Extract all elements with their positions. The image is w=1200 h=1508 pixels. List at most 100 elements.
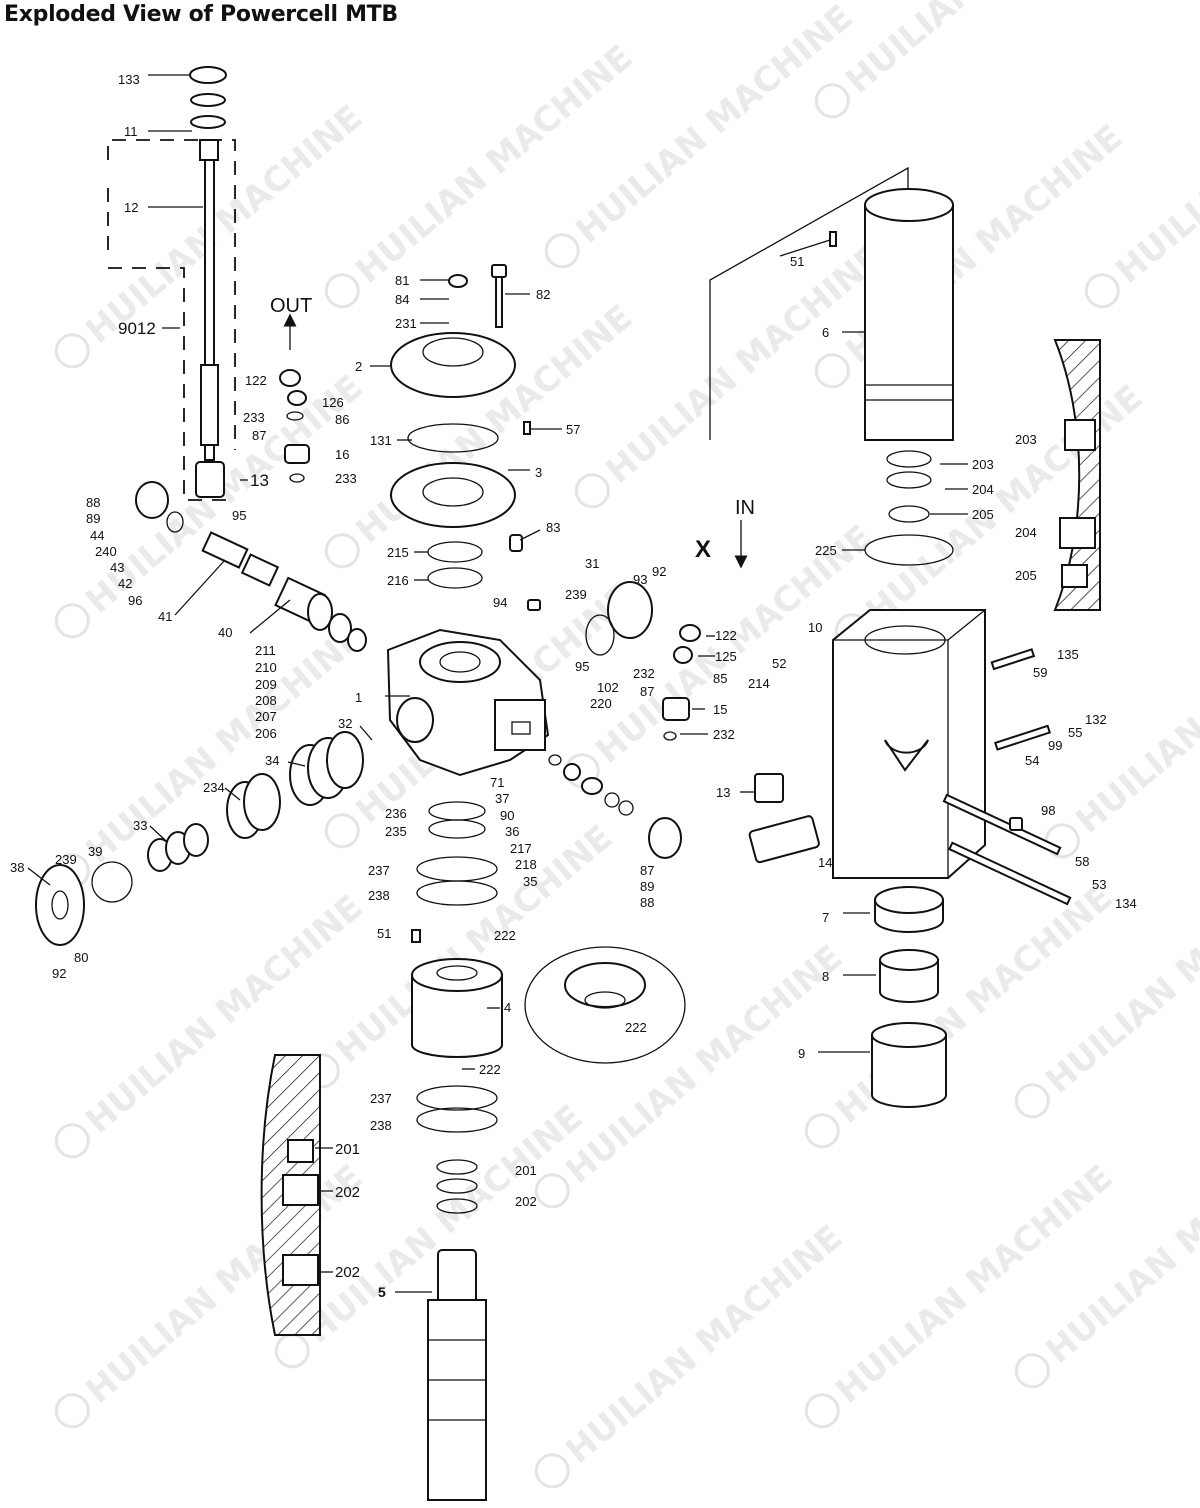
part-label: 232 <box>713 727 735 742</box>
page-title: Exploded View of Powercell MTB <box>4 2 398 27</box>
part-label: 80 <box>74 950 88 965</box>
spring-assembly <box>35 731 364 946</box>
part-label: 102 <box>597 680 619 695</box>
part-label: 99 <box>1048 738 1062 753</box>
part-label: 57 <box>566 422 580 437</box>
part-label: 1 <box>355 690 362 705</box>
part-label: 232 <box>633 666 655 681</box>
watermark-text: HUILIAN MACHINE <box>568 0 860 251</box>
part-label: 71 <box>490 775 504 790</box>
part-label: 35 <box>523 874 537 889</box>
part-label: 96 <box>128 593 142 608</box>
part-label: 215 <box>387 545 409 560</box>
part-label: 235 <box>385 824 407 839</box>
part-label: 52 <box>772 656 786 671</box>
part-label: 6 <box>822 325 829 340</box>
part-label: 10 <box>808 620 822 635</box>
part-label: 201 <box>335 1141 360 1158</box>
part-label: 92 <box>52 966 66 981</box>
part-label: 51 <box>790 254 804 269</box>
top-cover-assembly <box>390 264 531 589</box>
part-label: 98 <box>1041 803 1055 818</box>
part-label: 90 <box>500 808 514 823</box>
cylinder-part-6 <box>709 166 954 566</box>
part-label: 89 <box>86 511 100 526</box>
out-fittings <box>279 313 310 483</box>
part-label: 202 <box>515 1194 537 1209</box>
part-label: 13 <box>250 471 269 490</box>
part-label: 95 <box>232 508 246 523</box>
watermark-text: HUILIAN MACHINE <box>828 1157 1120 1411</box>
part-label: 59 <box>1033 665 1047 680</box>
watermark-text: HUILIAN MACHINE <box>838 0 1130 101</box>
part-label: 131 <box>370 433 392 448</box>
center-piston-column <box>411 801 503 1501</box>
part-label: 40 <box>218 625 232 640</box>
part-label: 54 <box>1025 753 1039 768</box>
part-label: 88 <box>86 495 100 510</box>
in-flow-label: IN <box>735 497 755 519</box>
part-label: 210 <box>255 660 277 675</box>
part-label: 2 <box>355 359 362 374</box>
part-label: 234 <box>203 780 225 795</box>
part-label: 38 <box>10 860 24 875</box>
part-label: 86 <box>335 412 349 427</box>
part-label: 3 <box>535 465 542 480</box>
part-label: 81 <box>395 273 409 288</box>
part-label: 236 <box>385 806 407 821</box>
watermark-text: HUILIAN MACHINE <box>1038 847 1200 1101</box>
part-label: 85 <box>713 671 727 686</box>
part-label: 211 <box>255 643 276 658</box>
part-label: 88 <box>640 895 654 910</box>
part-label: 233 <box>243 410 265 425</box>
part-label: 237 <box>370 1091 392 1106</box>
part-label: 214 <box>748 676 770 691</box>
part-label: 9012 <box>118 319 156 338</box>
part-label: 4 <box>504 1000 511 1015</box>
part-label: 11 <box>124 124 138 139</box>
part-label: 31 <box>585 556 599 571</box>
part-label: 82 <box>536 287 550 302</box>
part-label: 122 <box>715 628 737 643</box>
part-label: 201 <box>515 1163 537 1178</box>
part-label: 209 <box>255 677 277 692</box>
part-label: 233 <box>335 471 357 486</box>
part-label: 240 <box>95 544 117 559</box>
part-label: 92 <box>652 564 666 579</box>
part-label: 134 <box>1115 896 1137 911</box>
part-label: 12 <box>124 200 138 215</box>
detail-view-circle <box>524 946 686 1064</box>
part-labels: 133 11 12 9012 13 122 126 233 86 87 16 2… <box>10 72 1137 1300</box>
part-label: 34 <box>265 753 279 768</box>
part-label: 222 <box>494 928 516 943</box>
part-label: 231 <box>395 316 417 331</box>
part-label: 13 <box>716 785 730 800</box>
part-label: 135 <box>1057 647 1079 662</box>
part-label: 53 <box>1092 877 1106 892</box>
part-label: 55 <box>1068 725 1082 740</box>
x-marker: X <box>695 536 711 563</box>
part-label: 206 <box>255 726 277 741</box>
main-body <box>386 628 550 777</box>
part-label: 205 <box>1015 568 1037 583</box>
part-label: 37 <box>495 791 509 806</box>
part-label: 42 <box>118 576 132 591</box>
right-valve-stack <box>527 581 701 859</box>
part-label: 44 <box>90 528 104 543</box>
part-label: 9 <box>798 1046 805 1061</box>
part-label: 132 <box>1085 712 1107 727</box>
watermark-text: HUILIAN MACHINE <box>348 37 640 291</box>
part-label: 217 <box>510 841 532 856</box>
part-label: 8 <box>822 969 829 984</box>
part-label: 239 <box>565 587 587 602</box>
part-label: 202 <box>335 1264 360 1281</box>
bushings-7-8-9 <box>871 886 947 1108</box>
part-label: 225 <box>815 543 837 558</box>
part-label: 87 <box>252 428 266 443</box>
part-label: 94 <box>493 595 507 610</box>
part-label: 237 <box>368 863 390 878</box>
part-label: 207 <box>255 709 277 724</box>
part-label: 218 <box>515 857 537 872</box>
part-label: 222 <box>479 1062 501 1077</box>
